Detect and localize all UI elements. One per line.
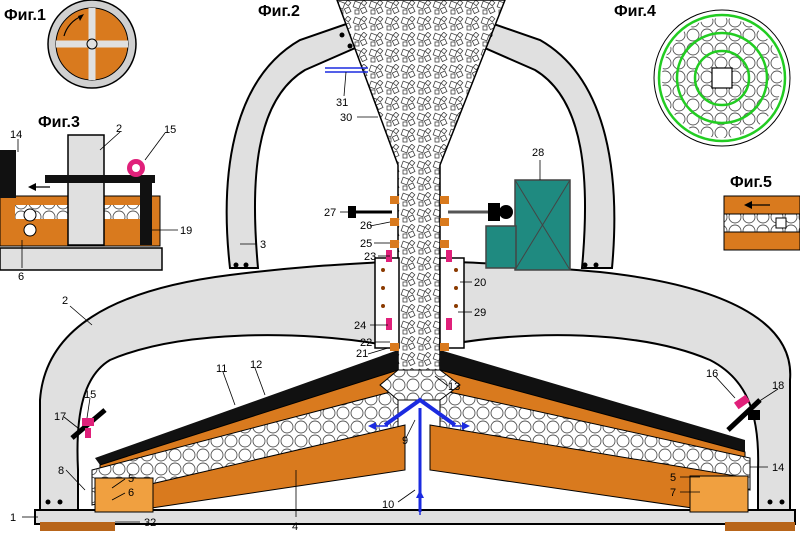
leader-lines [17,71,779,523]
deflector [383,397,457,427]
callout-5-right: 5 [670,472,676,484]
callout-28: 28 [532,147,544,159]
callout-25: 25 [360,238,372,250]
callout-10: 10 [382,499,394,511]
drive-shaft-right [448,203,513,221]
callout-6: 6 [128,487,134,499]
callout-7: 7 [670,487,676,499]
fig5-title: Фиг.5 [730,174,772,191]
fig5-strip [723,195,800,251]
callout-20: 20 [474,277,486,289]
callout-24: 24 [354,320,366,332]
fig3-section [0,134,163,271]
callout-4: 4 [292,521,298,533]
callout-15: 15 [84,389,96,401]
fig3-callout-14: 14 [10,129,22,141]
fig3-callout-6: 6 [18,271,24,283]
callout-13: 13 [448,381,460,393]
motor-unit [485,179,571,271]
callout-23: 23 [364,251,376,263]
callout-26: 26 [360,220,372,232]
fig2-title: Фиг.2 [258,3,300,20]
callout-14: 14 [772,462,784,474]
callout-29: 29 [474,307,486,319]
callout-8: 8 [58,465,64,477]
callout-1: 1 [10,512,16,524]
fig3-callout-19: 19 [180,225,192,237]
callout-16: 16 [706,368,718,380]
callout-2: 2 [62,295,68,307]
callout-18: 18 [772,380,784,392]
callout-3: 3 [260,239,266,251]
callout-5-left: 5 [128,473,134,485]
fig3-title: Фиг.3 [38,114,80,131]
right-cone-shell [440,350,745,452]
fig1-title: Фиг.1 [4,7,46,24]
callout-30: 30 [340,112,352,124]
left-adjuster [70,408,107,440]
callout-32: 32 [144,517,156,529]
drive-shaft-left [348,206,392,218]
right-adjuster [726,394,762,432]
callout-22: 22 [360,337,372,349]
callout-12: 12 [250,359,262,371]
fig3-callout-2: 2 [116,123,122,135]
pipe-31 [325,67,368,73]
fig4-spiral [653,9,791,147]
callout-9: 9 [402,435,408,447]
left-cone-shell [95,350,398,465]
fig4-title: Фиг.4 [614,3,656,20]
callout-21: 21 [356,348,368,360]
callout-27: 27 [324,207,336,219]
shaft-housing [374,196,465,351]
callout-17: 17 [54,411,66,423]
callout-11: 11 [216,363,227,375]
callout-31: 31 [336,97,348,109]
fig3-callout-15: 15 [164,124,176,136]
fig1-disk [47,0,137,89]
